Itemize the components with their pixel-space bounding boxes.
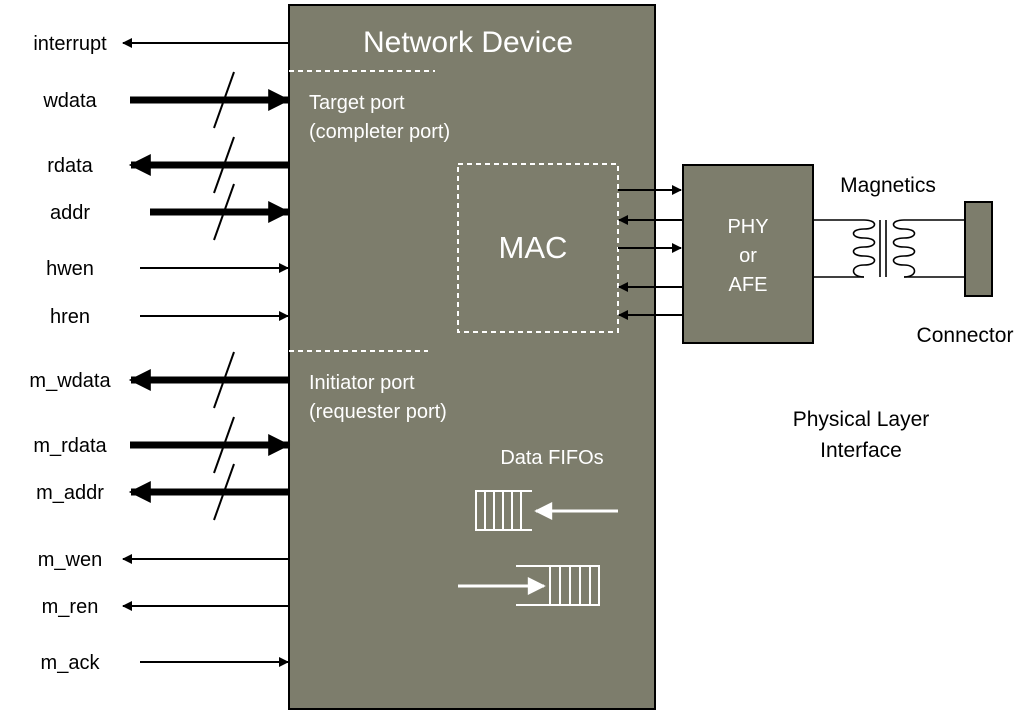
signal-m-addr: m_addr [36, 463, 289, 521]
initiator-port-signals: m_wdata m_rdata m_addr m_wen m_ren m_ack [29, 351, 291, 674]
signal-label-addr: addr [50, 202, 90, 224]
connector-block [964, 201, 993, 297]
bus-width-slash-m-rdata [213, 416, 235, 474]
physical-layer-label-line2: Interface [820, 439, 902, 462]
signal-wdata: wdata [42, 71, 291, 129]
signal-label-hwen: hwen [46, 258, 94, 280]
signal-label-rdata: rdata [47, 155, 93, 177]
signal-m-wdata: m_wdata [29, 351, 289, 409]
phy-label-line1: PHY [727, 216, 768, 238]
signal-label-wdata: wdata [42, 90, 97, 112]
signal-m-rdata: m_rdata [33, 416, 291, 474]
magnetics-label: Magnetics [840, 174, 936, 197]
bus-width-slash-wdata [213, 71, 235, 129]
magnetics-transformer-icon [813, 219, 965, 278]
bus-width-slash-m-addr [213, 463, 235, 521]
signal-interrupt: interrupt [33, 33, 289, 55]
bus-width-slash-m-wdata [213, 351, 235, 409]
signal-addr: addr [50, 183, 291, 241]
signal-hren: hren [50, 306, 289, 328]
signal-m-ren: m_ren [42, 596, 289, 618]
tx-fifo-icon [458, 565, 600, 606]
signal-label-hren: hren [50, 306, 90, 328]
phy-block [682, 164, 814, 344]
signal-hwen: hwen [46, 258, 289, 280]
physical-layer-label-line1: Physical Layer [793, 408, 930, 431]
signal-m-wen: m_wen [38, 549, 289, 571]
signal-label-interrupt: interrupt [33, 33, 107, 55]
signal-label-m-rdata: m_rdata [33, 435, 107, 457]
initiator-port-label: Initiator port [309, 372, 415, 394]
target-port-sublabel: (completer port) [309, 121, 450, 143]
rx-fifo-icon [475, 490, 618, 531]
bus-width-slash-addr [213, 183, 235, 241]
target-port-signals: interrupt wdata rdata addr hwen hren [33, 33, 291, 328]
signal-label-m-wen: m_wen [38, 549, 102, 571]
phy-label-line3: AFE [729, 274, 768, 296]
signal-label-m-addr: m_addr [36, 482, 104, 504]
bus-width-slash-rdata [213, 136, 235, 194]
network-device-block [288, 4, 656, 710]
phy-label-line2: or [739, 245, 757, 267]
signal-rdata: rdata [47, 136, 289, 194]
signal-m-ack: m_ack [41, 652, 289, 674]
data-fifos-label: Data FIFOs [500, 447, 603, 469]
target-port-label: Target port [309, 92, 405, 114]
network-device-title: Network Device [363, 26, 573, 59]
initiator-port-sublabel: (requester port) [309, 401, 447, 423]
mac-label: MAC [499, 230, 568, 265]
signal-label-m-ren: m_ren [42, 596, 99, 618]
signal-label-m-ack: m_ack [41, 652, 101, 674]
signal-label-m-wdata: m_wdata [29, 370, 111, 392]
connector-label: Connector [917, 324, 1014, 347]
